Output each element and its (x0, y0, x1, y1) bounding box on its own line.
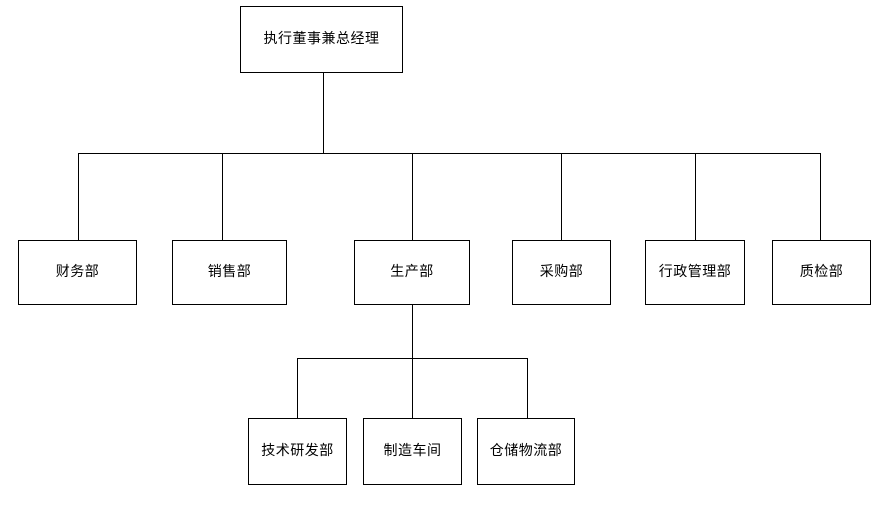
node-department-生产部[interactable]: 生产部 (354, 240, 470, 305)
node-department-质检部[interactable]: 质检部 (772, 240, 871, 305)
connector-level2-drop-5 (695, 153, 696, 240)
node-label: 财务部 (55, 264, 100, 281)
node-label: 行政管理部 (658, 264, 732, 281)
node-subdepartment-仓储物流部[interactable]: 仓储物流部 (477, 418, 575, 485)
node-label: 仓储物流部 (489, 443, 563, 460)
connector-level2-drop-6 (820, 153, 821, 240)
node-label: 采购部 (539, 264, 584, 281)
connector-level2-drop-1 (78, 153, 79, 240)
node-root-executive-director[interactable]: 执行董事兼总经理 (240, 6, 403, 73)
connector-level2-drop-3 (412, 153, 413, 240)
connector-level2-drop-2 (222, 153, 223, 240)
connector-level2-bus (78, 153, 820, 154)
connector-root-stem (323, 73, 324, 153)
node-label: 质检部 (799, 264, 844, 281)
node-label: 技术研发部 (261, 443, 334, 460)
node-subdepartment-技术研发部[interactable]: 技术研发部 (248, 418, 347, 485)
connector-level3-drop-3 (527, 358, 528, 418)
node-label: 制造车间 (383, 443, 442, 460)
node-department-销售部[interactable]: 销售部 (172, 240, 287, 305)
node-label: 销售部 (207, 264, 252, 281)
node-subdepartment-制造车间[interactable]: 制造车间 (363, 418, 462, 485)
connector-level3-drop-1 (297, 358, 298, 418)
node-department-行政管理部[interactable]: 行政管理部 (645, 240, 745, 305)
node-department-采购部[interactable]: 采购部 (512, 240, 611, 305)
connector-production-stem (412, 305, 413, 358)
node-label: 执行董事兼总经理 (263, 31, 380, 48)
node-label: 生产部 (390, 264, 434, 281)
connector-level2-drop-4 (561, 153, 562, 240)
node-department-财务部[interactable]: 财务部 (18, 240, 137, 305)
connector-level3-drop-2 (412, 358, 413, 418)
